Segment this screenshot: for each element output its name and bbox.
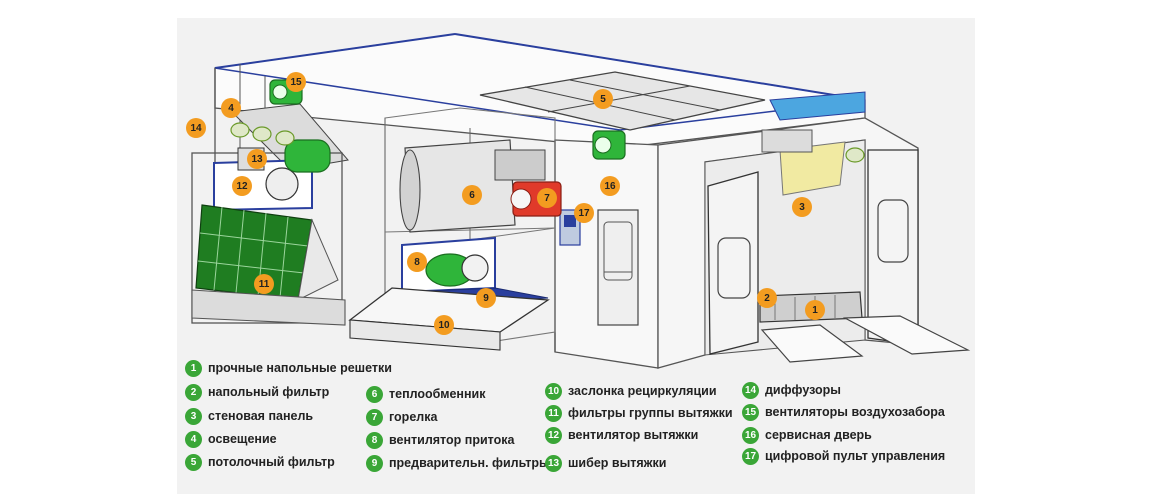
callout-3: 3 bbox=[792, 197, 812, 217]
legend-badge: 15 bbox=[742, 403, 759, 421]
legend-item: 9 предварительн. фильтры bbox=[366, 453, 550, 473]
legend-badge: 7 bbox=[366, 408, 383, 426]
legend-badge: 10 bbox=[545, 382, 562, 400]
callout-13: 13 bbox=[247, 149, 267, 169]
legend-item: 5 потолочный фильтр bbox=[185, 452, 335, 472]
legend-label: вентилятор притока bbox=[389, 433, 515, 447]
ramp-right bbox=[842, 315, 971, 355]
legend-label: цифровой пульт управления bbox=[765, 449, 946, 463]
legend-badge: 12 bbox=[545, 426, 562, 444]
legend-badge: 2 bbox=[185, 383, 202, 401]
legend-label: заслонка рециркуляции bbox=[568, 384, 717, 398]
callout-8: 8 bbox=[407, 252, 427, 272]
legend-label: стеновая панель bbox=[208, 409, 314, 423]
legend-label: напольный фильтр bbox=[208, 385, 330, 399]
legend-item: 6 теплообменник bbox=[366, 384, 485, 404]
legend-item: 16 сервисная дверь bbox=[742, 425, 872, 445]
legend-item: 4 освещение bbox=[185, 429, 277, 449]
exhaust-base bbox=[191, 289, 346, 326]
ceiling-filter bbox=[479, 71, 766, 131]
callout-14: 14 bbox=[186, 118, 206, 138]
ceiling-light-strip bbox=[769, 91, 866, 121]
legend-label: прочные напольные решетки bbox=[208, 361, 392, 375]
legend-item: 1 прочные напольные решетки bbox=[185, 358, 392, 378]
legend-item: 3 стеновая панель bbox=[185, 406, 313, 426]
legend-label: вентиляторы воздухозабора bbox=[765, 405, 945, 419]
legend-item: 7 горелка bbox=[366, 407, 437, 427]
legend-badge: 11 bbox=[545, 404, 562, 422]
legend-label: диффузоры bbox=[765, 383, 841, 397]
callout-1: 1 bbox=[805, 300, 825, 320]
legend-item: 10 заслонка рециркуляции bbox=[545, 381, 717, 401]
exhaust-frame bbox=[191, 152, 343, 324]
legend-badge: 9 bbox=[366, 454, 383, 472]
callout-17: 17 bbox=[574, 203, 594, 223]
top-vent bbox=[761, 129, 813, 153]
legend-item: 11 фильтры группы вытяжки bbox=[545, 403, 733, 423]
callout-4: 4 bbox=[221, 98, 241, 118]
legend-label: шибер вытяжки bbox=[568, 456, 667, 470]
legend-label: предварительн. фильтры bbox=[389, 456, 550, 470]
legend-item: 2 напольный фильтр bbox=[185, 382, 329, 402]
legend-item: 15 вентиляторы воздухозабора bbox=[742, 402, 945, 422]
legend-badge: 3 bbox=[185, 407, 202, 425]
service-door bbox=[597, 209, 639, 326]
legend-item: 17 цифровой пульт управления bbox=[742, 446, 945, 466]
legend-badge: 14 bbox=[742, 381, 759, 399]
callout-9: 9 bbox=[476, 288, 496, 308]
legend-badge: 13 bbox=[545, 454, 562, 472]
callout-7: 7 bbox=[537, 188, 557, 208]
legend-label: потолочный фильтр bbox=[208, 455, 335, 469]
diffusers bbox=[230, 122, 865, 163]
legend-badge: 6 bbox=[366, 385, 383, 403]
legend-label: теплообменник bbox=[389, 387, 486, 401]
legend-item: 12 вентилятор вытяжки bbox=[545, 425, 698, 445]
legend-item: 14 диффузоры bbox=[742, 380, 841, 400]
callout-15: 15 bbox=[286, 72, 306, 92]
legend-badge: 5 bbox=[185, 453, 202, 471]
ramp-left bbox=[760, 324, 864, 363]
heat-exchanger-fins bbox=[494, 149, 546, 181]
legend-item: 13 шибер вытяжки bbox=[545, 453, 666, 473]
wall-panel bbox=[779, 141, 846, 196]
legend-badge: 16 bbox=[742, 426, 759, 444]
legend-badge: 1 bbox=[185, 359, 202, 377]
legend-label: освещение bbox=[208, 432, 277, 446]
legend-item: 8 вентилятор притока bbox=[366, 430, 514, 450]
legend-label: сервисная дверь bbox=[765, 428, 872, 442]
callout-5: 5 bbox=[593, 89, 613, 109]
legend-label: вентилятор вытяжки bbox=[568, 428, 699, 442]
left-door bbox=[707, 171, 759, 355]
legend-label: фильтры группы вытяжки bbox=[568, 406, 733, 420]
callout-6: 6 bbox=[462, 185, 482, 205]
callout-10: 10 bbox=[434, 315, 454, 335]
legend-badge: 8 bbox=[366, 431, 383, 449]
callout-12: 12 bbox=[232, 176, 252, 196]
legend-label: горелка bbox=[389, 410, 438, 424]
legend-badge: 4 bbox=[185, 430, 202, 448]
exhaust-fan-motor bbox=[284, 139, 331, 173]
callout-2: 2 bbox=[757, 288, 777, 308]
callout-11: 11 bbox=[254, 274, 274, 294]
legend-badge: 17 bbox=[742, 447, 759, 465]
callout-16: 16 bbox=[600, 176, 620, 196]
